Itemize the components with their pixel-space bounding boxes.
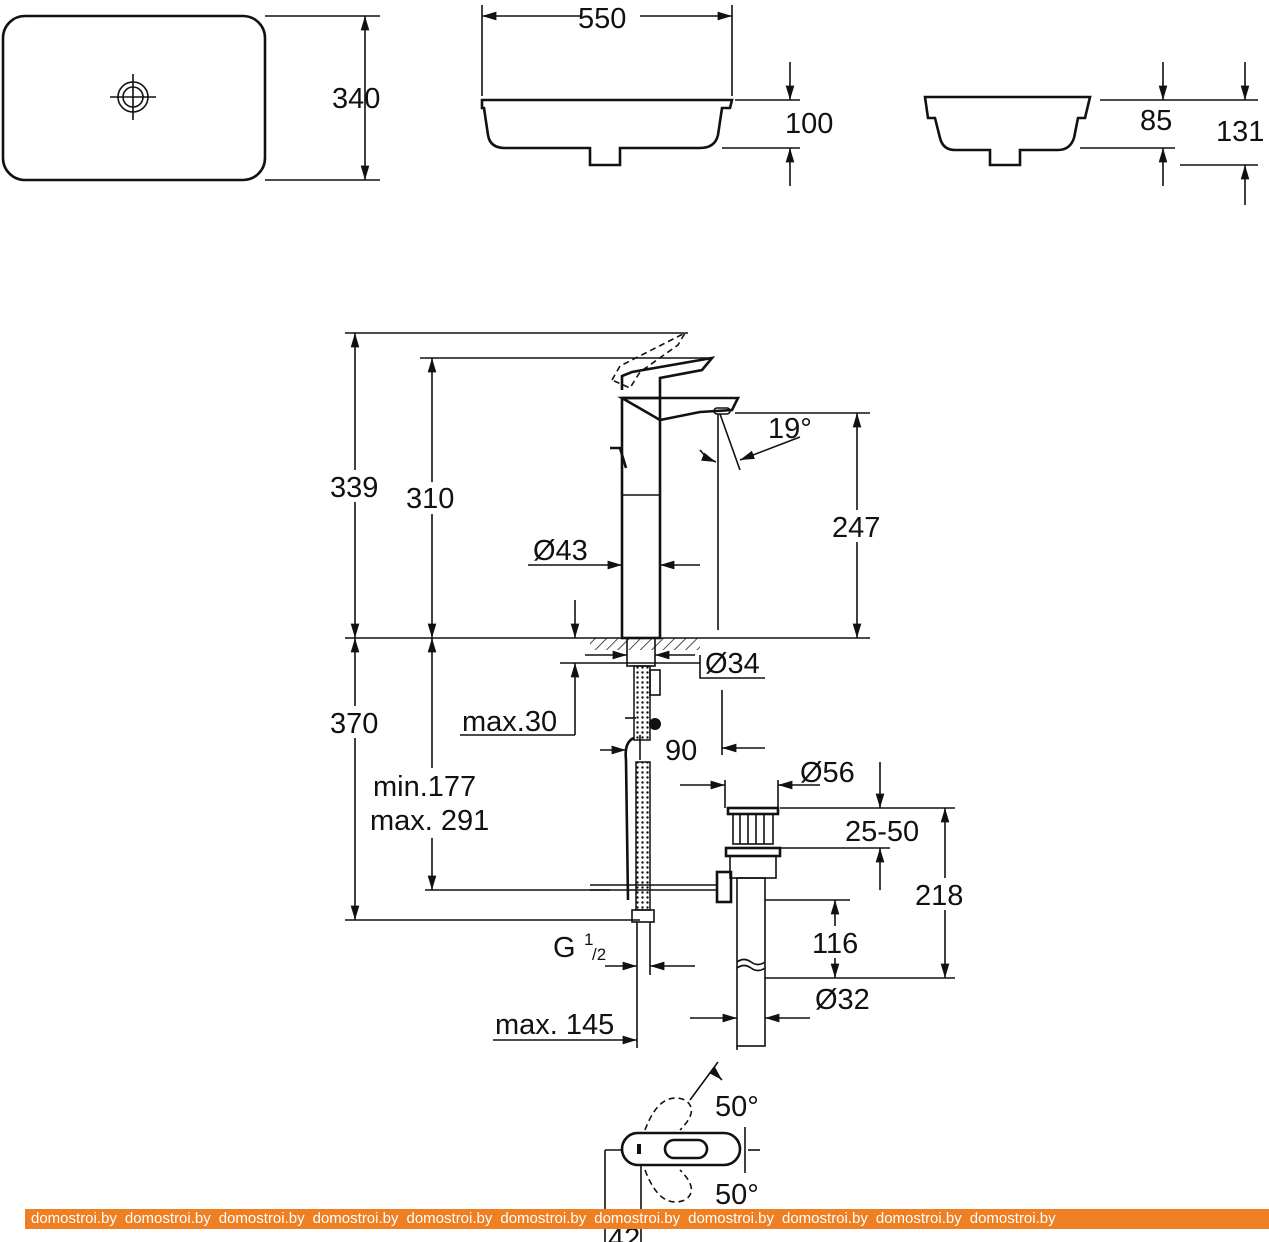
watermark-text: domostroi.by	[406, 1210, 493, 1227]
watermark-text: domostroi.by	[782, 1210, 868, 1227]
dim-below-height: 370	[330, 708, 378, 740]
dim-hose-max: max. 291	[370, 805, 489, 837]
watermark-bar: domostroi.by domostroi.by domostroi.by d…	[25, 1209, 1269, 1229]
dim-spout-height: 310	[406, 483, 454, 515]
watermark-text: domostroi.by	[218, 1210, 305, 1227]
dim-body-diameter: Ø43	[533, 535, 588, 567]
dim-thickness-range: 25-50	[845, 816, 919, 848]
handle-top-view: 50° 50° 42	[604, 1061, 760, 1242]
dim-deck-thickness: max.30	[462, 706, 557, 738]
dim-hole-diameter: Ø34	[705, 648, 760, 680]
drain-symbol-icon	[110, 74, 156, 120]
dim-lever-angle-down: 50°	[715, 1179, 759, 1211]
watermark-text: domostroi.by	[500, 1210, 587, 1227]
dim-drain-offset: 90	[665, 735, 697, 767]
dim-lever-angle-up: 50°	[715, 1091, 759, 1123]
dim-basin-inner-depth: 85	[1140, 105, 1172, 137]
dim-drain-length: 218	[915, 880, 963, 912]
watermark-text: domostroi.by	[688, 1210, 774, 1227]
dim-tail-length: 116	[812, 928, 858, 960]
dim-spray-angle: 19°	[768, 413, 812, 445]
watermark-text: domostroi.by	[594, 1210, 681, 1227]
watermark-text: domostroi.by	[31, 1210, 117, 1227]
dim-basin-depth: 340	[332, 83, 380, 115]
dim-hose-min: min.177	[373, 771, 476, 803]
dim-outlet-height: 247	[832, 512, 880, 544]
basin-front-view: 550 100	[480, 2, 833, 186]
dim-basin-width: 550	[578, 3, 626, 35]
dim-max-reach: max. 145	[495, 1009, 614, 1041]
dim-basin-height: 100	[785, 108, 833, 140]
faucet-side-view: 339 310 370 min.177 max. 291 19° 247 Ø43	[328, 331, 886, 1048]
watermark-text: domostroi.by	[969, 1210, 1056, 1227]
dim-thread-sub: /2	[592, 945, 606, 964]
dim-plug-diameter: Ø56	[800, 757, 855, 789]
dim-pipe-diameter: Ø32	[815, 984, 870, 1016]
dim-total-height: 339	[330, 472, 378, 504]
basin-side-view: 85 131	[923, 62, 1264, 205]
pop-up-drain: Ø56 25-50 218 116 Ø32	[680, 757, 970, 1050]
watermark-text: domostroi.by	[124, 1210, 211, 1227]
dim-thread-g: G	[553, 932, 576, 964]
dim-basin-total-height: 131	[1216, 116, 1264, 148]
watermark-text: domostroi.by	[312, 1210, 399, 1227]
watermark-text: domostroi.by	[875, 1210, 962, 1227]
dim-thread-sup: 1	[584, 930, 593, 949]
basin-top-view: 340	[1, 14, 380, 182]
